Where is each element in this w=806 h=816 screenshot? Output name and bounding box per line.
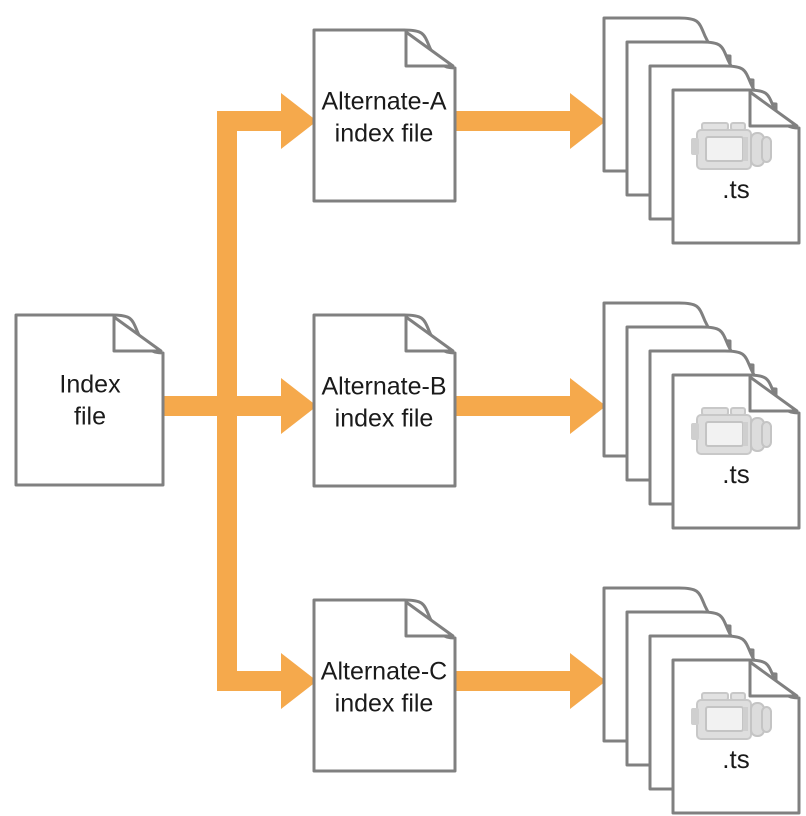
ts-stack-a[interactable]: .ts [602, 16, 801, 245]
connector-alternate-c-to-ts [452, 653, 606, 709]
ts-stack-b[interactable]: .ts [602, 301, 801, 530]
connector-index-to-alternate-a [155, 93, 317, 416]
connector-index-to-alternate-c [217, 396, 317, 709]
camcorder-icon [691, 692, 772, 740]
ts-stack-c[interactable]: .ts [602, 586, 801, 815]
alternate-c-label-line2: index file [335, 690, 434, 718]
camcorder-icon [691, 407, 772, 455]
alternate-a-label-line2: index file [335, 120, 434, 148]
alternate-b-node[interactable]: Alternate-B index file [312, 313, 457, 488]
alternate-b-label-line2: index file [335, 405, 434, 433]
connector-alternate-b-to-ts [452, 378, 606, 434]
alternate-a-node[interactable]: Alternate-A index file [312, 28, 457, 203]
ts-stack-b-label: .ts [722, 459, 749, 489]
camcorder-icon [691, 122, 772, 170]
index-file-label-line2: file [74, 403, 106, 431]
alternate-a-label-line1: Alternate-A [321, 88, 446, 116]
connector-alternate-a-to-ts [452, 93, 606, 149]
alternate-c-node[interactable]: Alternate-C index file [312, 598, 457, 773]
ts-stack-c-label: .ts [722, 744, 749, 774]
connector-index-to-alternate-b [217, 378, 317, 434]
index-file-label-line1: Index [59, 371, 121, 399]
ts-stack-a-label: .ts [722, 174, 749, 204]
index-file-node[interactable]: Index file [14, 313, 165, 487]
alternate-c-label-line1: Alternate-C [321, 658, 447, 686]
alternate-b-label-line1: Alternate-B [321, 373, 446, 401]
